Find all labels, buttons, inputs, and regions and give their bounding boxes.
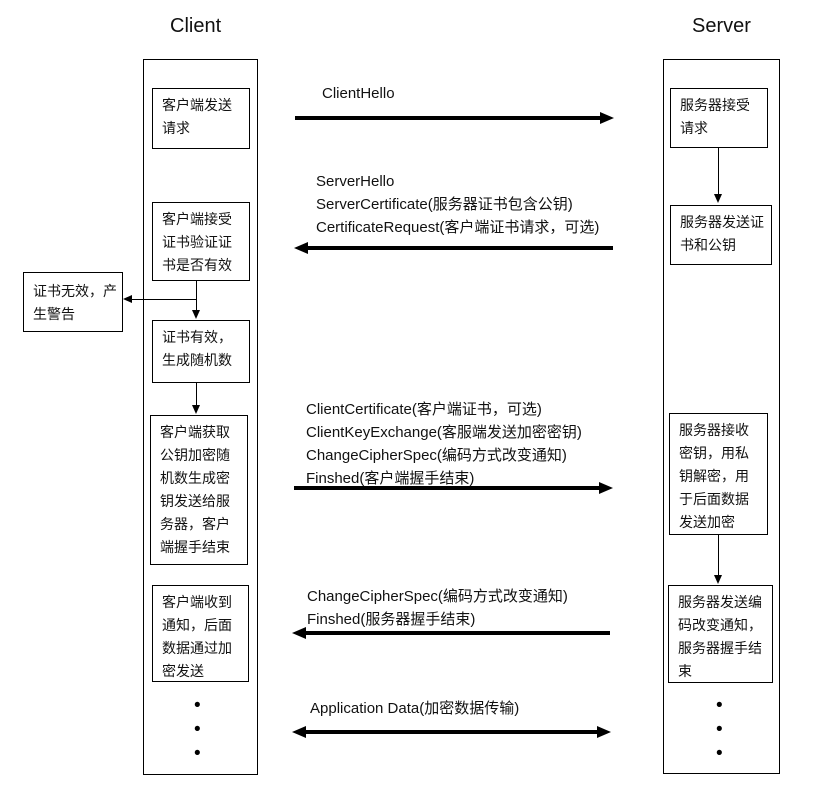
client-box-cert-valid: 证书有效，生成随机数 <box>152 320 250 383</box>
arrowhead-right-icon <box>600 112 614 124</box>
flow-line <box>131 299 196 300</box>
flow-arrow-verify-to-valid-icon <box>192 281 201 319</box>
arrowhead-down-icon <box>714 194 722 203</box>
client-box-receive-notice: 客户端收到通知，后面数据通过加密发送 <box>152 585 249 682</box>
server-box-accept-request: 服务器接受请求 <box>670 88 768 148</box>
server-title: Server <box>692 15 751 37</box>
flow-line <box>196 383 197 406</box>
ellipsis-dot: • <box>716 719 723 740</box>
client-box-generate-key: 客户端获取公钥加密随机数生成密钥发送给服务器，客户端握手结束 <box>150 415 248 565</box>
message-label-client-hello: ClientHello <box>322 82 395 105</box>
message-label-server-hello: ServerHello ServerCertificate(服务器证书包含公钥)… <box>316 170 599 239</box>
message-line: ChangeCipherSpec(编码方式改变通知) <box>307 588 568 605</box>
message-line: ClientHello <box>322 85 395 102</box>
server-box-receive-key: 服务器接收密钥，用私钥解密，用于后面数据发送加密 <box>669 413 768 535</box>
flow-line <box>718 535 719 576</box>
arrowhead-left-icon <box>292 627 306 639</box>
arrow-shaft <box>305 246 613 250</box>
arrowhead-down-icon <box>192 310 200 319</box>
server-box-send-cert: 服务器发送证书和公钥 <box>670 205 772 265</box>
flow-line <box>196 281 197 311</box>
message-line: ChangeCipherSpec(编码方式改变通知) <box>306 447 567 464</box>
message-label-application-data: Application Data(加密数据传输) <box>310 697 519 720</box>
arrow-client-hello-icon <box>295 112 614 124</box>
ellipsis-dot: • <box>194 695 201 716</box>
client-box-send-request: 客户端发送请求 <box>152 88 250 149</box>
warning-box: 证书无效，产生警告 <box>23 272 123 332</box>
message-line: Application Data(加密数据传输) <box>310 700 520 717</box>
message-line: Finshed(服务器握手结束) <box>307 611 476 628</box>
arrowhead-right-icon <box>599 482 613 494</box>
message-line: CertificateRequest(客户端证书请求，可选) <box>316 219 600 236</box>
message-line: ServerHello <box>316 173 395 190</box>
arrowhead-right-icon <box>597 726 611 738</box>
ellipsis-dot: • <box>194 719 201 740</box>
arrowhead-left-icon <box>292 726 306 738</box>
ellipsis-dot: • <box>194 743 201 764</box>
arrowhead-left-icon <box>123 295 132 303</box>
arrow-server-finished-icon <box>292 627 610 639</box>
arrowhead-down-icon <box>714 575 722 584</box>
arrow-server-hello-icon <box>294 242 613 254</box>
message-line: ServerCertificate(服务器证书包含公钥) <box>316 196 573 213</box>
message-label-server-finished: ChangeCipherSpec(编码方式改变通知) Finshed(服务器握手… <box>307 585 568 631</box>
arrow-shaft <box>295 116 603 120</box>
client-box-verify-cert: 客户端接受证书验证证书是否有效 <box>152 202 250 281</box>
arrowhead-down-icon <box>192 405 200 414</box>
flow-arrow-to-warning-icon <box>123 295 196 304</box>
arrow-shaft <box>294 486 602 490</box>
arrow-client-finished-icon <box>294 482 613 494</box>
flow-arrow-valid-to-key-icon <box>192 383 201 414</box>
client-title: Client <box>170 15 222 37</box>
ellipsis-dot: • <box>716 695 723 716</box>
arrow-application-data-icon <box>292 726 611 738</box>
server-box-send-change-notice: 服务器发送编码改变通知，服务器握手结束 <box>668 585 773 683</box>
flow-line <box>718 148 719 195</box>
message-line: ClientKeyExchange(客服端发送加密密钥) <box>306 424 582 441</box>
message-label-client-key-exchange: ClientCertificate(客户端证书，可选) ClientKeyExc… <box>306 398 582 490</box>
ellipsis-dot: • <box>716 743 723 764</box>
flow-arrow-accept-to-send-icon <box>714 148 723 203</box>
message-line: ClientCertificate(客户端证书，可选) <box>306 401 542 418</box>
arrowhead-left-icon <box>294 242 308 254</box>
arrow-shaft <box>303 730 600 734</box>
message-line: Finshed(客户端握手结束) <box>306 470 475 487</box>
arrow-shaft <box>303 631 610 635</box>
flow-arrow-receive-to-notice-icon <box>714 535 723 584</box>
